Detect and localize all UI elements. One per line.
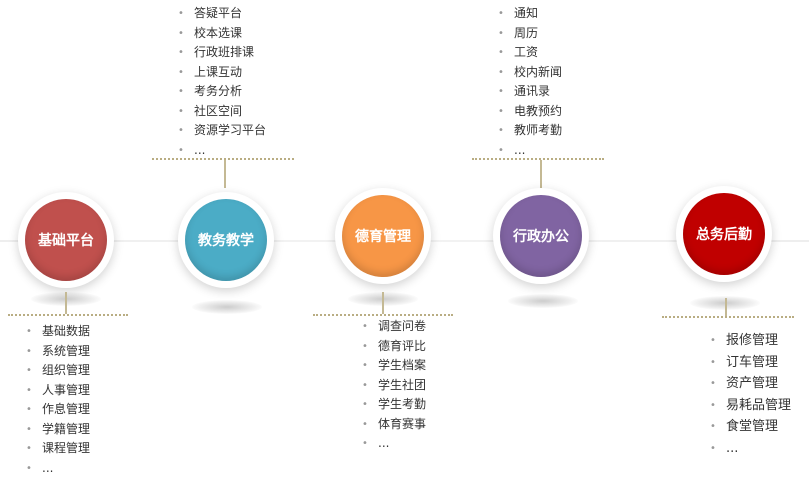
module-administrative-office-label: 行政办公: [513, 226, 569, 246]
module-moral-education-label: 德育管理: [355, 226, 411, 246]
list-item: 通知: [496, 4, 562, 24]
list-item: 上课互动: [176, 63, 266, 83]
list-item: 学生考勤: [360, 395, 426, 415]
list-item: 食堂管理: [708, 416, 791, 438]
list-item: 课程管理: [24, 439, 90, 459]
list-item: 调查问卷: [360, 317, 426, 337]
module-foundation-platform-circle: 基础平台: [25, 199, 107, 281]
module-teaching-affairs[interactable]: 教务教学: [178, 192, 274, 288]
moral-education-list: 调查问卷 德育评比 学生档案 学生社团 学生考勤 体育赛事 ...: [360, 317, 426, 454]
list-item: ...: [360, 434, 426, 454]
list-item: 报修管理: [708, 330, 791, 352]
list-item: 电教预约: [496, 102, 562, 122]
module-general-logistics-circle: 总务后勤: [683, 193, 765, 275]
list-item: 工资: [496, 43, 562, 63]
list-item: 社区空间: [176, 102, 266, 122]
dotted-divider: [472, 158, 604, 160]
module-teaching-affairs-circle: 教务教学: [185, 199, 267, 281]
module-moral-education[interactable]: 德育管理: [335, 188, 431, 284]
list-item: 基础数据: [24, 322, 90, 342]
list-item: 易耗品管理: [708, 395, 791, 417]
connector-line: [224, 160, 226, 188]
list-item: 通讯录: [496, 82, 562, 102]
node-shadow: [508, 294, 578, 308]
list-item: 学生档案: [360, 356, 426, 376]
list-item: 作息管理: [24, 400, 90, 420]
list-item: 周历: [496, 24, 562, 44]
module-general-logistics[interactable]: 总务后勤: [676, 186, 772, 282]
dotted-divider: [8, 314, 128, 316]
list-item: 校本选课: [176, 24, 266, 44]
node-shadow: [192, 300, 262, 314]
connector-line: [540, 160, 542, 188]
list-item: 考务分析: [176, 82, 266, 102]
list-item: ...: [708, 438, 791, 460]
module-foundation-platform[interactable]: 基础平台: [18, 192, 114, 288]
connector-line: [382, 292, 384, 314]
general-logistics-list: 报修管理 订车管理 资产管理 易耗品管理 食堂管理 ...: [708, 330, 791, 459]
module-foundation-platform-label: 基础平台: [38, 230, 94, 250]
teaching-affairs-list: 答疑平台 校本选课 行政班排课 上课互动 考务分析 社区空间 资源学习平台 ..…: [176, 4, 266, 160]
list-item: 学生社团: [360, 376, 426, 396]
list-item: ...: [24, 459, 90, 478]
module-administrative-office[interactable]: 行政办公: [493, 188, 589, 284]
dotted-divider: [152, 158, 294, 160]
list-item: 教师考勤: [496, 121, 562, 141]
connector-line: [725, 298, 727, 316]
list-item: 订车管理: [708, 352, 791, 374]
dotted-divider: [313, 314, 453, 316]
dotted-divider: [662, 316, 794, 318]
list-item: 答疑平台: [176, 4, 266, 24]
list-item: 校内新闻: [496, 63, 562, 83]
module-moral-education-circle: 德育管理: [342, 195, 424, 277]
list-item: 系统管理: [24, 342, 90, 362]
module-administrative-office-circle: 行政办公: [500, 195, 582, 277]
module-general-logistics-label: 总务后勤: [696, 224, 752, 244]
foundation-platform-list: 基础数据 系统管理 组织管理 人事管理 作息管理 学籍管理 课程管理 ...: [24, 322, 90, 478]
list-item: 学籍管理: [24, 420, 90, 440]
list-item: 人事管理: [24, 381, 90, 401]
list-item: 德育评比: [360, 337, 426, 357]
list-item: 资产管理: [708, 373, 791, 395]
list-item: 资源学习平台: [176, 121, 266, 141]
connector-line: [65, 292, 67, 314]
administrative-office-list: 通知 周历 工资 校内新闻 通讯录 电教预约 教师考勤 ...: [496, 4, 562, 160]
list-item: 组织管理: [24, 361, 90, 381]
module-teaching-affairs-label: 教务教学: [198, 230, 254, 250]
list-item: 行政班排课: [176, 43, 266, 63]
list-item: 体育赛事: [360, 415, 426, 435]
